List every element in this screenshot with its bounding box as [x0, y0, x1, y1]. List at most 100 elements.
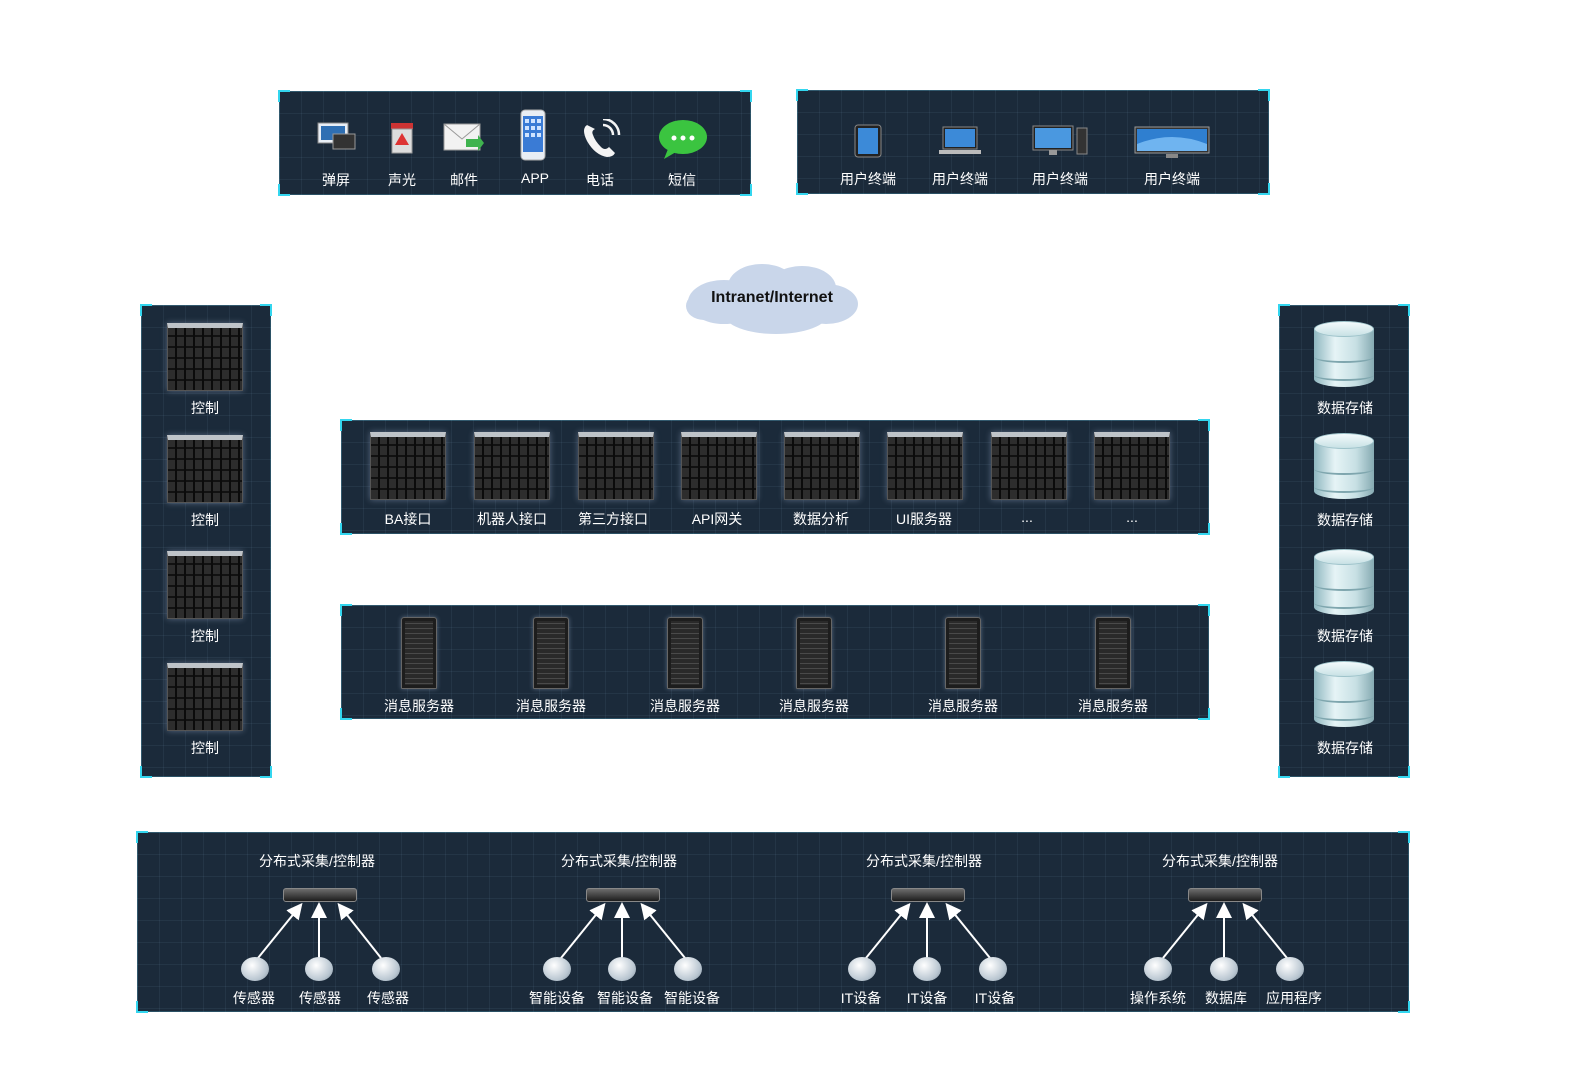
notify-label-app: APP — [520, 170, 550, 186]
notify-label-popup: 弹屏 — [322, 172, 350, 188]
message-server-icon — [945, 617, 981, 689]
smart-device-icon — [543, 957, 571, 981]
collector-title: 分布式采集/控制器 — [1162, 853, 1278, 869]
interface-server-icon — [784, 432, 860, 500]
collector-title: 分布式采集/控制器 — [561, 853, 677, 869]
message-server-icon — [667, 617, 703, 689]
sensor-icon — [372, 957, 400, 981]
message-server-label: 消息服务器 — [1078, 698, 1148, 714]
device-label: 智能设备 — [597, 990, 653, 1006]
database-storage-icon — [1314, 661, 1374, 731]
control-label: 控制 — [191, 512, 219, 528]
sms-chat-icon — [658, 119, 708, 159]
mail-icon — [442, 121, 484, 153]
storage-label: 数据存储 — [1317, 740, 1373, 756]
interface-label: 数据分析 — [793, 511, 849, 527]
network-label: Intranet/Internet — [711, 289, 833, 306]
interface-server-icon — [681, 432, 757, 500]
notification-panel: 弹屏 声光 邮件 APP 电话 短信 — [278, 90, 752, 196]
message-server-label: 消息服务器 — [650, 698, 720, 714]
notify-label-alarm: 声光 — [388, 172, 416, 188]
tablet-icon — [854, 124, 882, 158]
interface-label: ... — [1021, 509, 1033, 525]
interface-label: API网关 — [691, 511, 743, 527]
control-server-icon — [167, 663, 243, 731]
message-server-label: 消息服务器 — [384, 698, 454, 714]
laptop-icon — [939, 126, 981, 156]
user-terminals-panel: 用户终端 用户终端 用户终端 用户终端 — [796, 89, 1270, 195]
collector-device-icon — [1188, 888, 1262, 902]
collector-device-icon — [891, 888, 965, 902]
collector-title: 分布式采集/控制器 — [866, 853, 982, 869]
sensor-icon — [241, 957, 269, 981]
application-icon — [1276, 957, 1304, 981]
popup-screen-icon — [317, 121, 357, 151]
control-label: 控制 — [191, 400, 219, 416]
wide-monitor-icon — [1134, 126, 1210, 160]
interface-server-icon — [1094, 432, 1170, 500]
interface-server-icon — [370, 432, 446, 500]
phone-app-icon — [520, 109, 546, 161]
operating-system-icon — [1144, 957, 1172, 981]
it-device-icon — [979, 957, 1007, 981]
database-storage-icon — [1314, 549, 1374, 619]
interface-label: 机器人接口 — [477, 511, 547, 527]
desktop-pc-icon — [1031, 124, 1089, 158]
collector-device-icon — [586, 888, 660, 902]
device-label: 应用程序 — [1266, 990, 1322, 1006]
storage-panel: 数据存储 数据存储 数据存储 数据存储 — [1278, 304, 1410, 778]
terminal-label: 用户终端 — [1144, 171, 1200, 187]
interface-server-icon — [887, 432, 963, 500]
terminal-label: 用户终端 — [1032, 171, 1088, 187]
messaging-panel: 消息服务器 消息服务器 消息服务器 消息服务器 消息服务器 消息服务器 — [340, 604, 1210, 720]
message-server-icon — [1095, 617, 1131, 689]
control-server-icon — [167, 323, 243, 391]
device-label: IT设备 — [840, 990, 882, 1006]
message-server-icon — [401, 617, 437, 689]
device-label: 传感器 — [367, 990, 409, 1006]
storage-label: 数据存储 — [1317, 628, 1373, 644]
interface-label: 第三方接口 — [578, 511, 648, 527]
control-label: 控制 — [191, 628, 219, 644]
interface-server-icon — [578, 432, 654, 500]
control-panel: 控制 控制 控制 控制 — [140, 304, 272, 778]
device-label: 传感器 — [233, 990, 275, 1006]
interface-server-icon — [991, 432, 1067, 500]
interface-server-icon — [474, 432, 550, 500]
device-label: 操作系统 — [1130, 990, 1186, 1006]
database-storage-icon — [1314, 321, 1374, 391]
sensor-icon — [305, 957, 333, 981]
message-server-icon — [533, 617, 569, 689]
storage-label: 数据存储 — [1317, 400, 1373, 416]
control-server-icon — [167, 435, 243, 503]
message-server-label: 消息服务器 — [928, 698, 998, 714]
collector-title: 分布式采集/控制器 — [259, 853, 375, 869]
notify-label-phone: 电话 — [586, 172, 614, 188]
collector-device-icon — [283, 888, 357, 902]
it-device-icon — [913, 957, 941, 981]
collector-arrows — [257, 902, 1288, 959]
message-server-label: 消息服务器 — [779, 698, 849, 714]
device-label: IT设备 — [906, 990, 948, 1006]
sound-light-alarm-icon — [389, 121, 415, 155]
notify-label-sms: 短信 — [668, 172, 696, 188]
storage-label: 数据存储 — [1317, 512, 1373, 528]
network-cloud-icon — [686, 264, 858, 334]
collectors-panel: 分布式采集/控制器 传感器 传感器 传感器 分布式采集/控制器 智能设备 智能设… — [136, 831, 1410, 1013]
it-device-icon — [848, 957, 876, 981]
database-icon — [1210, 957, 1238, 981]
notify-label-mail: 邮件 — [450, 172, 478, 188]
interfaces-panel: BA接口 机器人接口 第三方接口 API网关 数据分析 UI服务器 ... ..… — [340, 419, 1210, 535]
control-label: 控制 — [191, 740, 219, 756]
device-label: 数据库 — [1205, 990, 1247, 1006]
device-label: 智能设备 — [664, 990, 720, 1006]
message-server-icon — [796, 617, 832, 689]
interface-label: ... — [1126, 509, 1138, 525]
interface-label: BA接口 — [384, 511, 432, 527]
device-label: IT设备 — [974, 990, 1016, 1006]
terminal-label: 用户终端 — [840, 171, 896, 187]
control-server-icon — [167, 551, 243, 619]
telephone-icon — [579, 119, 623, 159]
device-label: 智能设备 — [529, 990, 585, 1006]
smart-device-icon — [608, 957, 636, 981]
